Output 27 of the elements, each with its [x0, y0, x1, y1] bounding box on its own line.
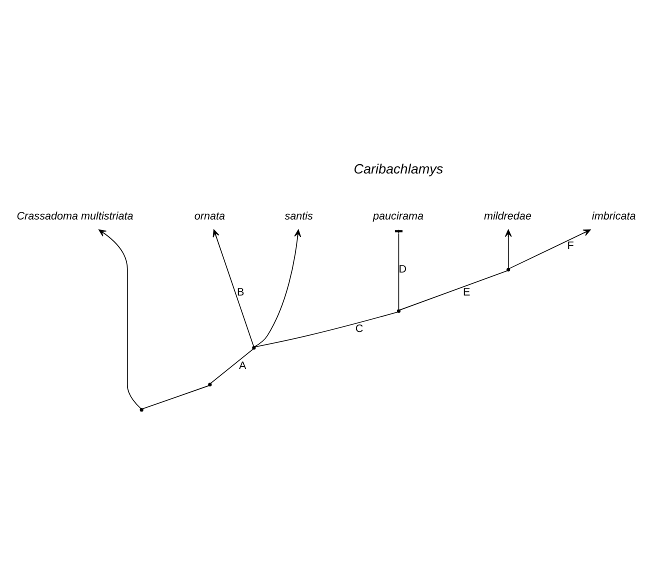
edge-label: B — [237, 286, 244, 298]
edge-label: F — [567, 240, 574, 252]
edge-label: E — [463, 286, 470, 298]
label: Caribachlamys — [354, 161, 444, 176]
arrow — [98, 228, 142, 408]
node-point — [208, 382, 212, 386]
node-text: Crassadoma multistriata — [16, 210, 134, 222]
node-text: mildredae — [484, 210, 532, 222]
node-text: ornata — [194, 210, 226, 222]
node-point — [396, 308, 401, 312]
arrow — [254, 228, 302, 347]
arrow — [509, 228, 591, 268]
connector — [254, 311, 398, 347]
connector — [210, 348, 254, 384]
node-point — [252, 346, 256, 350]
node-text: imbricata — [592, 210, 636, 222]
node-text: santis — [284, 210, 313, 222]
arrow — [212, 228, 254, 346]
edge-label: A — [239, 359, 246, 372]
connector — [400, 270, 508, 310]
node-point — [506, 267, 510, 271]
connector — [142, 384, 210, 409]
edge-label: C — [355, 322, 364, 335]
edge-label: D — [398, 262, 407, 275]
arrow — [504, 228, 512, 268]
node-point — [140, 408, 144, 412]
node-text: paucirama — [373, 210, 424, 222]
